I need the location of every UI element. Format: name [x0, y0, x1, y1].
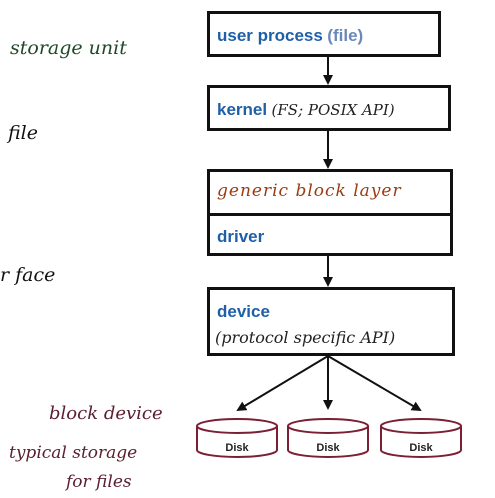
- file-annotation: file: [8, 122, 38, 144]
- storage-unit-annotation: storage unit: [10, 37, 127, 59]
- disk-2: [287, 418, 369, 458]
- arrow-device-to-disk-1: [236, 355, 329, 412]
- device-title: device: [217, 302, 270, 321]
- arrow-device-to-disk-3: [327, 355, 422, 412]
- disk-3-label: Disk: [409, 442, 433, 454]
- block-device-annotation: block device: [49, 403, 163, 424]
- generic-block-layer-label: generic block layer: [217, 181, 402, 201]
- kernel-paren: (FS; POSIX API): [271, 101, 395, 119]
- interface-annotation-fragment: r face: [0, 264, 56, 286]
- user-process-box: user process (file): [207, 11, 441, 57]
- driver-label: driver: [217, 227, 265, 246]
- device-box: device (protocol specific API): [207, 287, 455, 356]
- disk-1: [196, 418, 278, 458]
- typical-storage-annotation-line2: for files: [66, 472, 132, 492]
- user-process-paren: (file): [327, 26, 364, 45]
- kernel-title: kernel: [217, 100, 268, 119]
- user-process-title: user process: [217, 26, 323, 45]
- device-paren: (protocol specific API): [215, 328, 396, 347]
- disk-1-label: Disk: [225, 442, 249, 454]
- kernel-box: kernel (FS; POSIX API): [207, 85, 451, 131]
- block-layer-driver-box: generic block layer driver: [207, 169, 453, 256]
- disk-2-label: Disk: [316, 442, 340, 454]
- block-layer-divider: [210, 213, 450, 216]
- disk-3: [380, 418, 462, 458]
- typical-storage-annotation-line1: typical storage: [9, 443, 138, 463]
